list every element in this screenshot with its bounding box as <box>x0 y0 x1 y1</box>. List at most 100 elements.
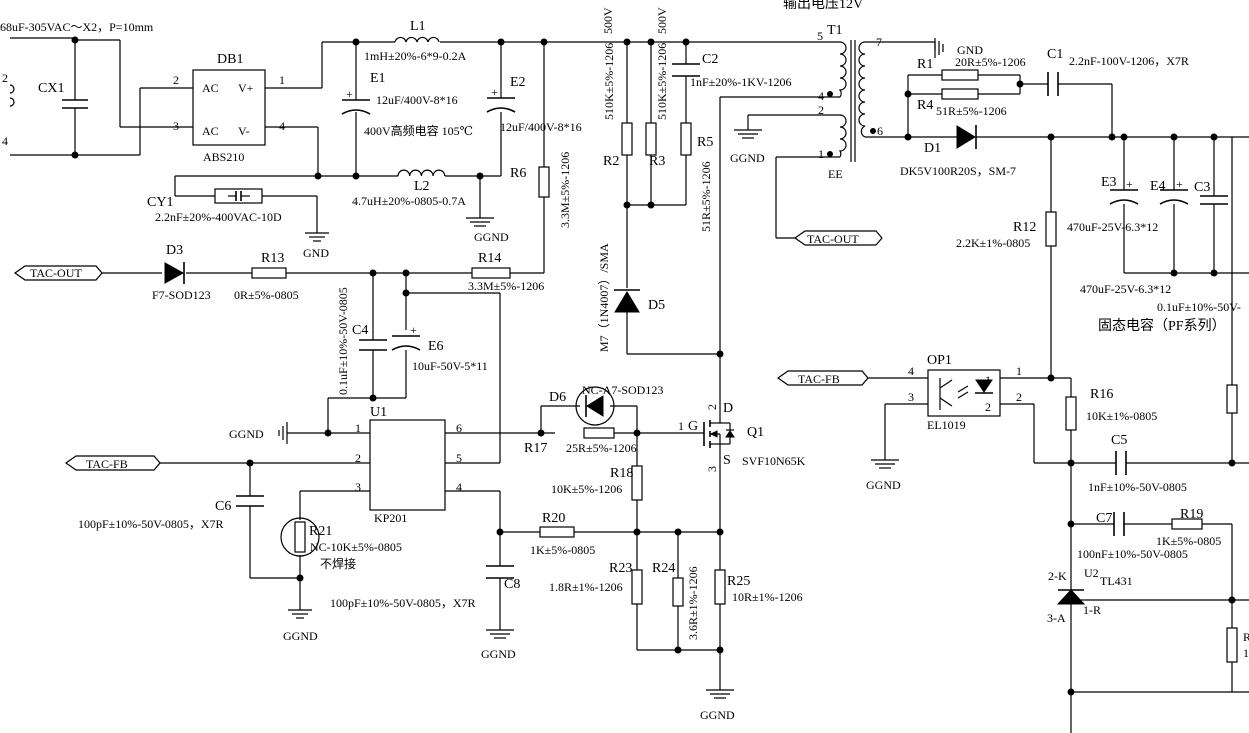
electrolytic-caps: + + + <box>391 177 1189 351</box>
cx1-spec: 68uF-305VAC～X2，P=10mm <box>0 20 154 34</box>
c6-label: C6 <box>215 499 231 514</box>
r13-spec: 0R±5%-0805 <box>234 288 299 302</box>
pin-4: 4 <box>2 134 8 148</box>
voltage-500v-a: 500V <box>601 7 615 34</box>
r3-spec: 510K±5%-1206 <box>655 43 669 120</box>
db1-vm: V- <box>238 124 250 138</box>
db1-ac2: AC <box>202 124 219 138</box>
r18-spec: 10K±5%-1206 <box>551 482 622 496</box>
u2-tl431 <box>1056 589 1086 610</box>
solid-cap-note: 固态电容（PF系列） <box>1098 317 1226 334</box>
t1-transformer <box>827 40 876 162</box>
r25-spec: 10R±1%-1206 <box>732 590 803 604</box>
gnd-label-1: GND <box>303 246 329 260</box>
r14-spec: 3.3M±5%-1206 <box>468 279 544 293</box>
c2-label: C2 <box>702 52 718 67</box>
t1-label: T1 <box>827 23 843 38</box>
d3-label: D3 <box>166 243 183 258</box>
ggnd-label-2: GGND <box>730 151 765 165</box>
cx1-capacitor <box>62 90 88 112</box>
ggnd-label-6: GGND <box>700 708 735 722</box>
e2-capacitor: + <box>486 85 516 113</box>
r17-label: R17 <box>524 441 547 456</box>
q1-mosfet <box>703 400 735 458</box>
rx-label-partial: R <box>1243 630 1249 644</box>
r25-label: R25 <box>727 574 750 589</box>
r14-label: R14 <box>478 251 501 266</box>
r24-spec: 3.6R±1%-1206 <box>686 566 700 640</box>
c5-label: C5 <box>1111 433 1127 448</box>
r18-label: R18 <box>610 466 633 481</box>
u1-pin5: 5 <box>456 451 462 465</box>
db1-ac1: AC <box>202 81 219 95</box>
op1-pin4: 4 <box>908 364 914 378</box>
r6-spec: 3.3M±5%-1206 <box>558 152 572 228</box>
r13-label: R13 <box>261 251 284 266</box>
r4-spec: 51R±5%-1206 <box>936 104 1007 118</box>
t1-pin7: 7 <box>876 35 882 49</box>
u2-a: 3-A <box>1047 611 1066 625</box>
e2-label: E2 <box>510 75 526 90</box>
op1-part: EL1019 <box>927 418 966 432</box>
q1-part: SVF10N65K <box>742 454 806 468</box>
l2-inductor <box>397 169 446 177</box>
t1-pin2: 2 <box>818 103 824 117</box>
ggnd-label-3: GGND <box>229 427 264 441</box>
q1-g: G <box>688 419 698 434</box>
u1-controller-ic <box>369 419 446 511</box>
svg-text:+: + <box>1126 177 1133 191</box>
wires <box>10 37 1249 733</box>
title-partial: 输出电压12V <box>783 0 863 12</box>
e3-spec: 470uF-25V-6.3*12 <box>1067 220 1158 234</box>
db1-vp: V+ <box>238 81 254 95</box>
r23-spec: 1.8R±1%-1206 <box>549 580 623 594</box>
tac-out-right: TAC-OUT <box>807 232 859 246</box>
r16-label: R16 <box>1090 387 1113 402</box>
r2-spec: 510K±5%-1206 <box>602 43 616 120</box>
t1-ee: EE <box>828 167 843 181</box>
r19-spec: 1K±5%-0805 <box>1156 534 1221 548</box>
cy1-label: CY1 <box>147 195 173 210</box>
e3-label: E3 <box>1101 175 1117 190</box>
c4-spec: 0.1uF±10%-50V-0805 <box>336 287 350 395</box>
op1-pin3: 3 <box>908 390 914 404</box>
t1-pin5: 5 <box>817 29 823 43</box>
small-capacitors <box>236 63 1228 579</box>
u2-label: U2 <box>1084 566 1099 580</box>
d1-spec: DK5V100R20S，SM-7 <box>900 164 1016 178</box>
ground-symbols <box>278 38 944 699</box>
op1-pin1: 1 <box>1016 364 1022 378</box>
svg-text:+: + <box>1176 177 1183 191</box>
db1-pin2: 2 <box>173 73 179 87</box>
r16-spec: 10K±1%-0805 <box>1086 409 1157 423</box>
t1-pin1: 1 <box>818 147 824 161</box>
u1-pin2: 2 <box>355 451 361 465</box>
c8-label: C8 <box>504 577 520 592</box>
q1-pin3: 3 <box>705 466 719 472</box>
r12-label: R12 <box>1013 220 1036 235</box>
r20-label: R20 <box>542 511 565 526</box>
cy1-spec: 2.2nF±20%-400VAC-10D <box>155 210 282 224</box>
u2-part: TL431 <box>1100 574 1133 588</box>
q1-label: Q1 <box>747 425 764 440</box>
c4-label: C4 <box>352 323 368 338</box>
e1-label: E1 <box>370 71 386 86</box>
l1-spec: 1mH±20%-6*9-0.2A <box>364 49 467 63</box>
db1-part: ABS210 <box>203 150 244 164</box>
d5-label: D5 <box>648 298 665 313</box>
cy1-capacitor <box>214 188 263 204</box>
gnd-label-2: GND <box>957 43 983 57</box>
rx-spec-partial: 1( <box>1243 646 1249 660</box>
horizontal-resistors <box>251 69 1203 538</box>
r21-label: R21 <box>309 524 332 539</box>
d3-spec: F7-SOD123 <box>152 288 211 302</box>
d5-spec: M7（1N4007）/SMA <box>597 243 611 352</box>
tac-out-left: TAC-OUT <box>30 266 82 280</box>
u2-r: 1-R <box>1083 603 1101 617</box>
c6-spec: 100pF±10%-50V-0805，X7R <box>78 517 223 531</box>
c8-spec: 100pF±10%-50V-0805，X7R <box>330 596 475 610</box>
l2-label: L2 <box>414 179 430 194</box>
db1-pin1: 1 <box>279 73 285 87</box>
